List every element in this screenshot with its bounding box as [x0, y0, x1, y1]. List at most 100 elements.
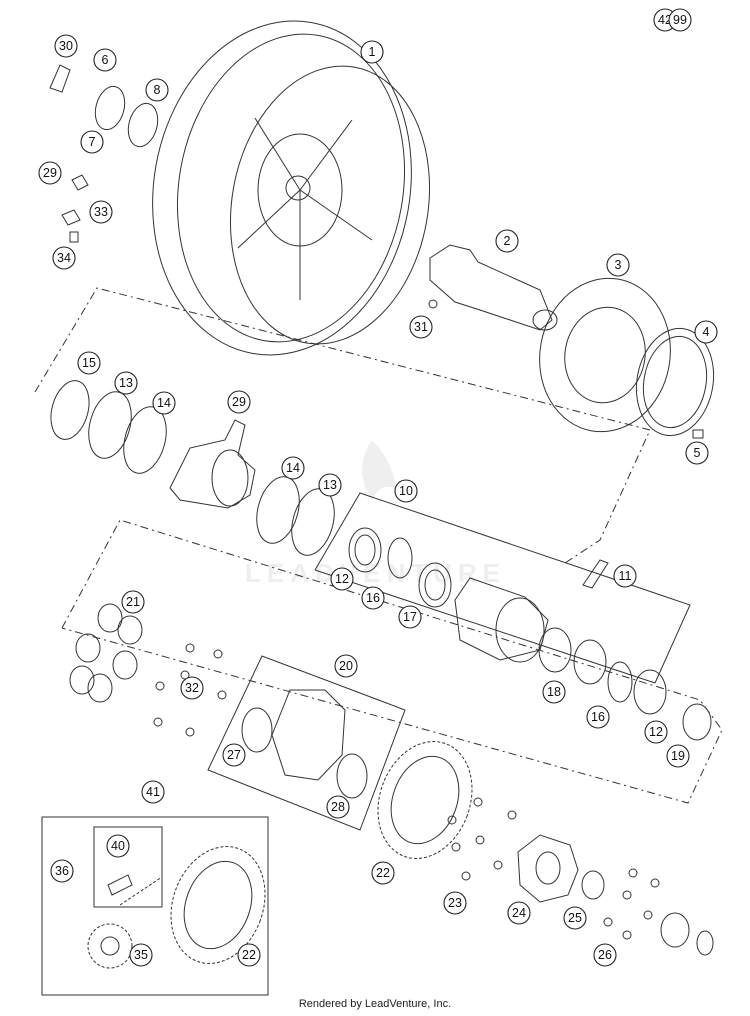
- callout-label: 13: [119, 376, 133, 390]
- callout-label: 7: [89, 135, 96, 149]
- callout-8: 8: [145, 78, 169, 102]
- callout-label: 4: [703, 325, 710, 339]
- callout-label: 8: [154, 83, 161, 97]
- wheel-spindle: [428, 244, 558, 331]
- callout-label: 99: [673, 13, 687, 27]
- callout-41: 41: [141, 780, 165, 804]
- callout-29: 29: [38, 161, 62, 185]
- callout-label: 15: [82, 356, 96, 370]
- callout-label: 22: [376, 866, 390, 880]
- callout-12: 12: [644, 720, 668, 744]
- callout-label: 1: [369, 45, 376, 59]
- callout-32: 32: [180, 676, 204, 700]
- callout-24: 24: [507, 901, 531, 925]
- callout-label: 42: [658, 13, 672, 27]
- callout-label: 36: [55, 864, 69, 878]
- callout-16: 16: [586, 705, 610, 729]
- callout-label: 25: [568, 911, 582, 925]
- callout-4: 4: [694, 320, 718, 344]
- callout-14: 14: [152, 391, 176, 415]
- callout-3: 3: [606, 253, 630, 277]
- callout-6: 6: [93, 48, 117, 72]
- callout-34: 34: [52, 246, 76, 270]
- callout-label: 14: [157, 396, 171, 410]
- callout-28: 28: [326, 795, 350, 819]
- callout-label: 2: [504, 234, 511, 248]
- callout-label: 31: [414, 320, 428, 334]
- callout-label: 32: [185, 681, 199, 695]
- callout-25: 25: [563, 906, 587, 930]
- callout-12: 12: [330, 567, 354, 591]
- callout-label: 12: [649, 725, 663, 739]
- callout-18: 18: [542, 680, 566, 704]
- front-sprocket: [87, 923, 133, 969]
- callout-label: 10: [399, 484, 413, 498]
- retaining-rings: [50, 380, 335, 556]
- callout-19: 19: [666, 744, 690, 768]
- callout-label: 26: [598, 948, 612, 962]
- callout-15: 15: [77, 351, 101, 375]
- callout-label: 12: [335, 572, 349, 586]
- callout-label: 18: [547, 685, 561, 699]
- callout-label: 17: [403, 610, 417, 624]
- hub-bearings: [348, 527, 712, 741]
- callout-label: 3: [615, 258, 622, 272]
- callout-label: 14: [286, 461, 300, 475]
- callout-26: 26: [593, 943, 617, 967]
- rear-wheel-rim: [152, 20, 431, 356]
- callout-29: 29: [227, 390, 251, 414]
- group-outlines: [34, 287, 723, 996]
- watermark-text: LEADVENTURE: [245, 558, 506, 588]
- callout-99: 99: [668, 8, 692, 32]
- callout-7: 7: [80, 130, 104, 154]
- callout-27: 27: [222, 743, 246, 767]
- hex-bolts: [153, 643, 227, 737]
- callout-label: 34: [57, 251, 71, 265]
- callout-label: 16: [591, 710, 605, 724]
- watermark: LEADVENTURE: [245, 440, 506, 588]
- callout-label: 16: [366, 591, 380, 605]
- callout-23: 23: [443, 891, 467, 915]
- callout-label: 5: [694, 446, 701, 460]
- callout-label: 35: [134, 948, 148, 962]
- callout-label: 23: [448, 896, 462, 910]
- callout-label: 22: [242, 948, 256, 962]
- brake-caliper-support: [169, 419, 256, 509]
- brake-disc: [539, 277, 671, 433]
- callout-label: 40: [111, 839, 125, 853]
- callout-36: 36: [50, 859, 74, 883]
- small-parts: [49, 64, 159, 243]
- callout-14: 14: [281, 456, 305, 480]
- callout-label: 29: [232, 395, 246, 409]
- callout-label: 24: [512, 906, 526, 920]
- callout-13: 13: [114, 371, 138, 395]
- callout-30: 30: [54, 34, 78, 58]
- callout-17: 17: [398, 605, 422, 629]
- callout-11: 11: [613, 564, 637, 588]
- callout-label: 30: [59, 39, 73, 53]
- callout-label: 29: [43, 166, 57, 180]
- callout-label: 11: [619, 569, 632, 583]
- drive-flange: [517, 834, 714, 956]
- callout-label: 13: [323, 478, 337, 492]
- callout-1: 1: [360, 40, 384, 64]
- callout-20: 20: [334, 654, 358, 678]
- callout-33: 33: [89, 200, 113, 224]
- callout-13: 13: [318, 473, 342, 497]
- part-callouts: 1234567810111212131314141516161718192021…: [38, 8, 718, 967]
- drive-chain: [107, 874, 163, 906]
- callout-label: 41: [146, 785, 160, 799]
- footer-credit: Rendered by LeadVenture, Inc.: [298, 998, 452, 1010]
- cush-drive-dampers: [69, 603, 143, 703]
- callout-5: 5: [685, 441, 709, 465]
- callout-label: 28: [331, 800, 345, 814]
- callout-label: 6: [102, 53, 109, 67]
- callout-label: 20: [339, 659, 353, 673]
- sprocket-carrier: [241, 689, 368, 799]
- callout-22: 22: [371, 861, 395, 885]
- callout-2: 2: [495, 229, 519, 253]
- callout-40: 40: [106, 834, 130, 858]
- callout-16: 16: [361, 586, 385, 610]
- rear-sprocket: [377, 741, 473, 859]
